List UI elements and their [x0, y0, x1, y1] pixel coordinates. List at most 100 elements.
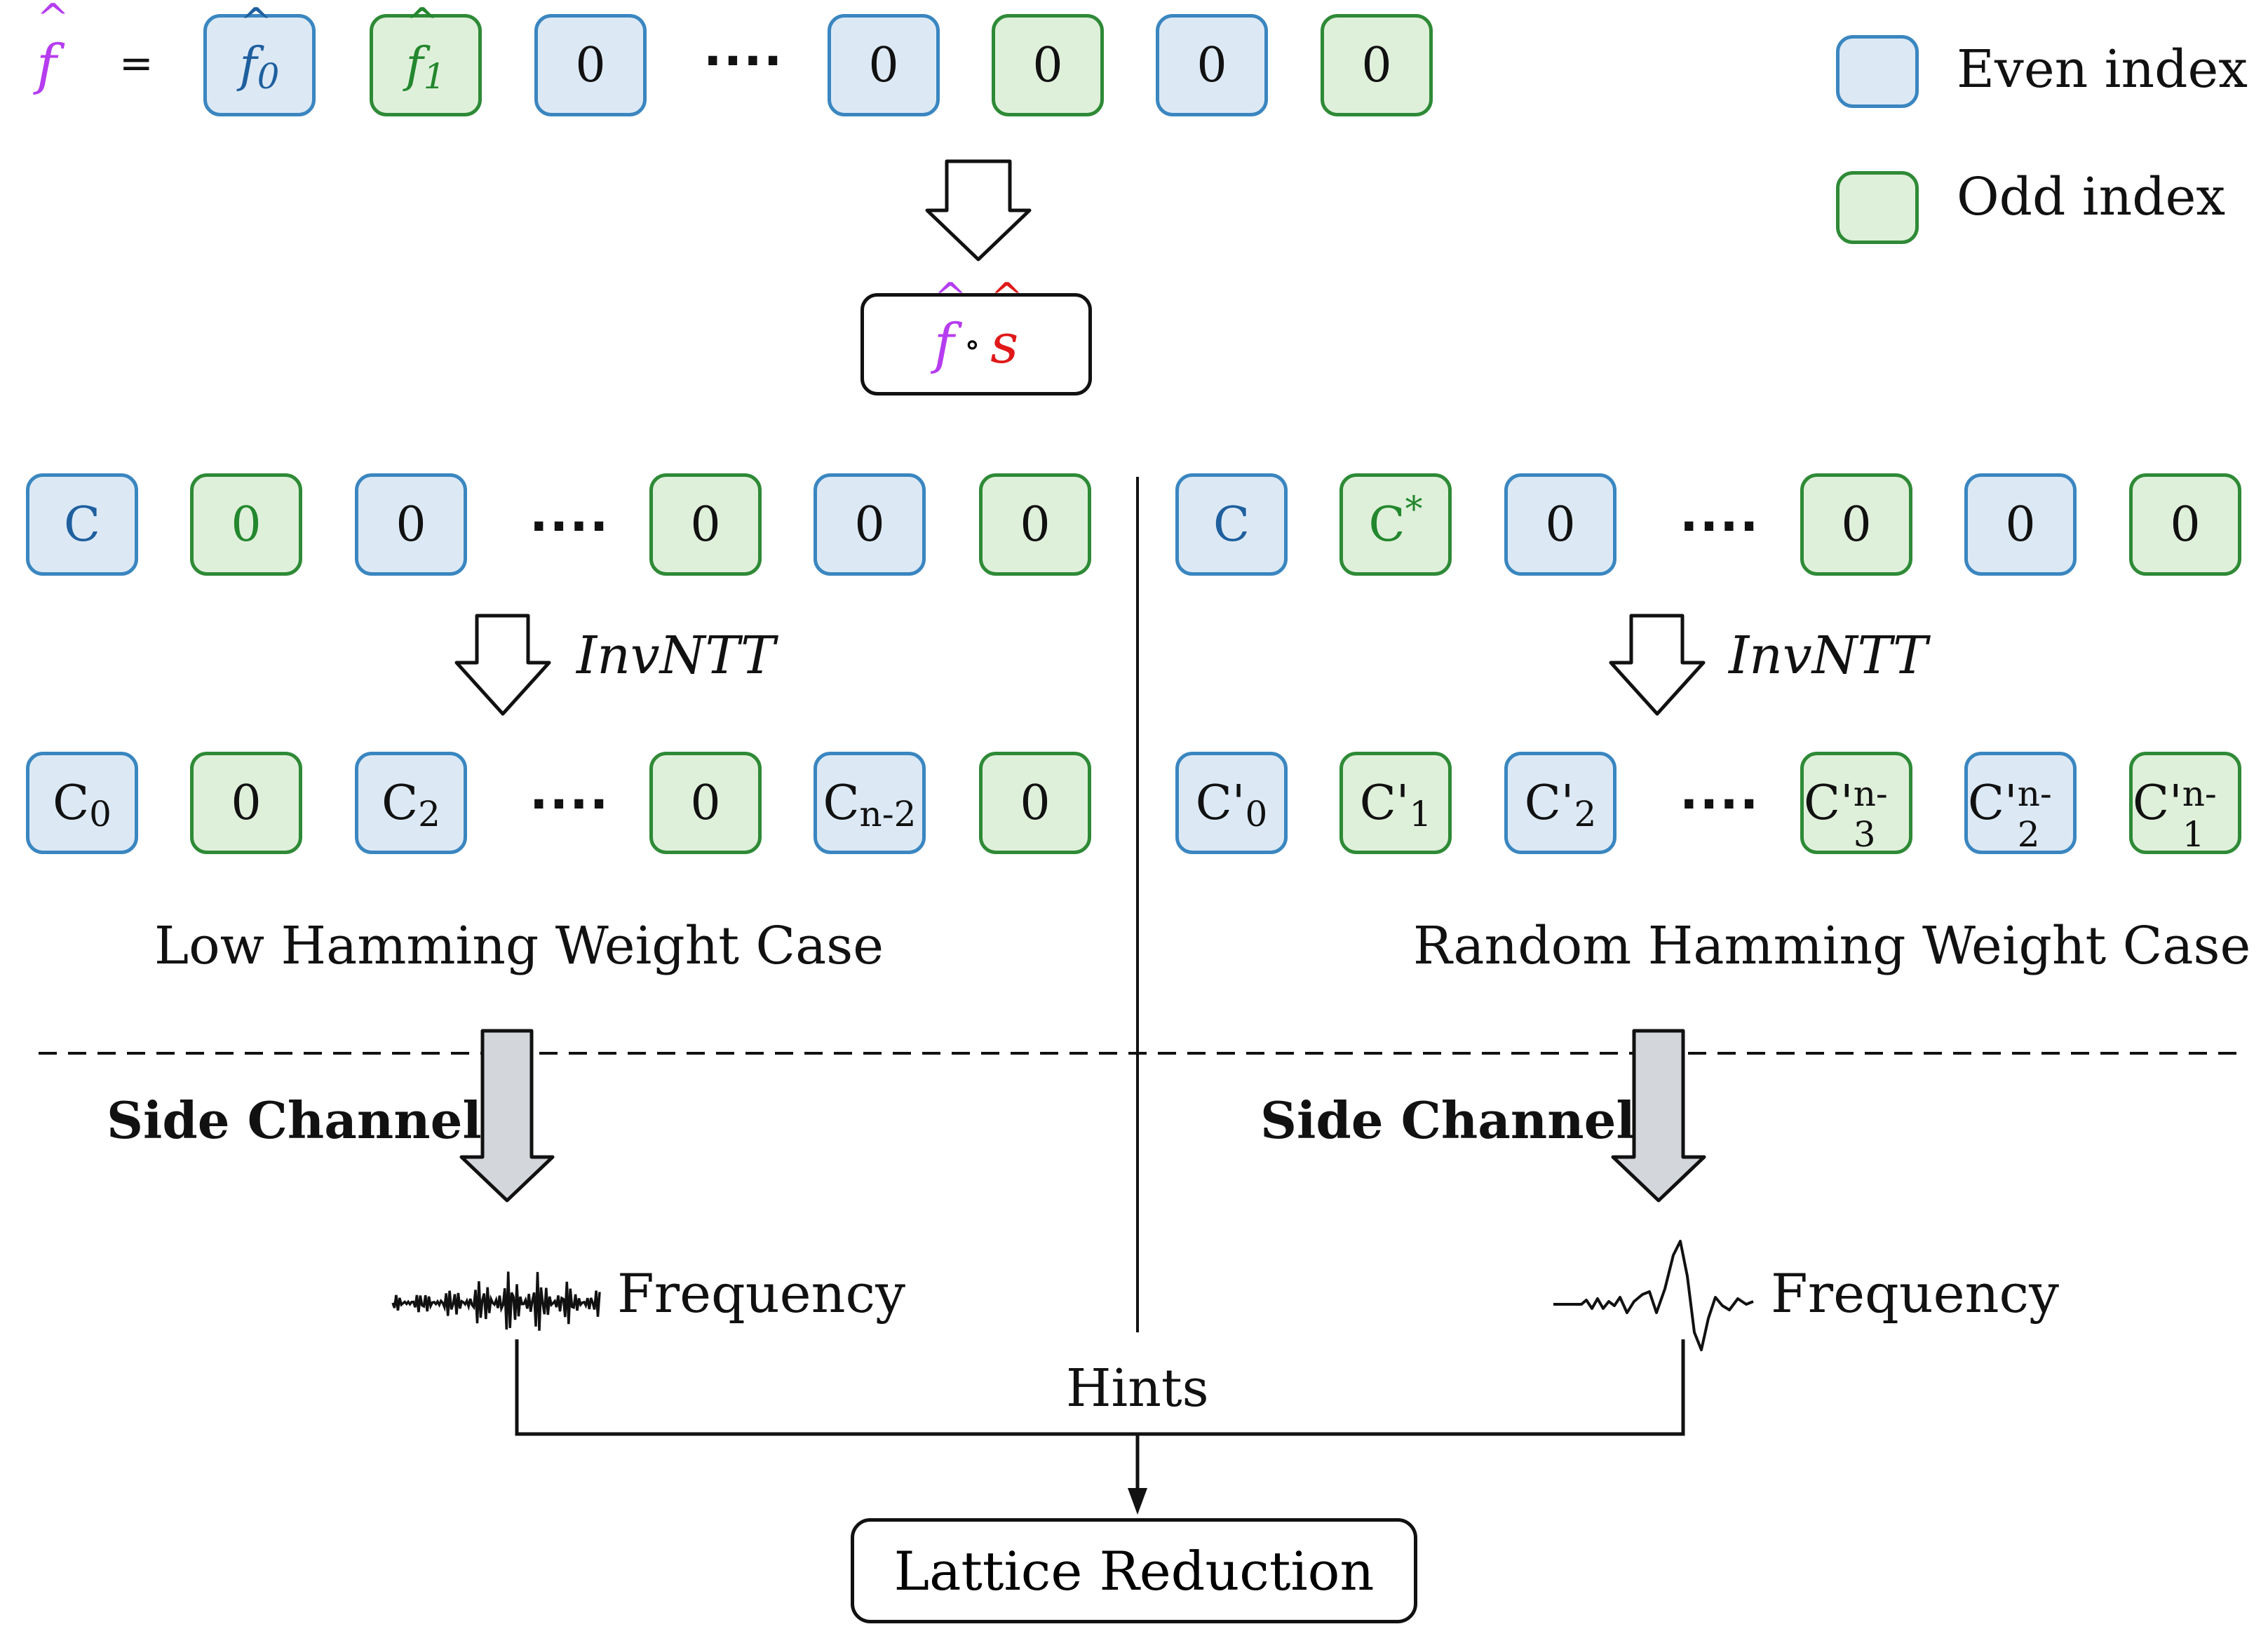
right-row2-cell-5: C'n-1	[2129, 752, 2241, 855]
cell-text: 0	[231, 496, 262, 553]
hints-arrowhead	[1128, 1488, 1147, 1515]
right-frequency-label: Frequency	[1771, 1262, 2060, 1325]
equals-sign: =	[119, 39, 154, 87]
product-f-hat: f	[934, 275, 954, 376]
hollow-arrow-left-invntt	[454, 614, 551, 716]
left-row1-ellipsis: ····	[529, 498, 610, 555]
cell-text: 0	[231, 775, 262, 831]
right-row1-cell-2: 0	[1504, 473, 1616, 576]
top-row-cell-1: f1	[370, 0, 482, 116]
cell-subscript: 0	[1245, 794, 1268, 834]
hollow-arrow-top	[925, 159, 1032, 262]
left-row1-cell-2: 0	[355, 473, 467, 576]
left-row2-cell-1: 0	[190, 752, 302, 854]
left-row1-cell-5: 0	[979, 473, 1091, 576]
lattice-reduction-box: Lattice Reduction	[851, 1518, 1417, 1623]
cell-text: 0	[2170, 496, 2201, 553]
left-row1-cell-3: 0	[649, 473, 762, 576]
cell-text: 0	[690, 496, 721, 553]
cell-text: C'	[2133, 775, 2182, 831]
product-operator: ∘	[964, 325, 981, 364]
left-row1-cell-0: C	[26, 473, 138, 576]
cell-text: 0	[575, 37, 606, 93]
left-row2-cell-3: 0	[649, 752, 762, 854]
product-s-hat: s	[990, 275, 1018, 376]
cell-subscript: 2	[1574, 794, 1597, 834]
right-row1-cell-1: C*	[1339, 473, 1452, 576]
hints-label: Hints	[1066, 1358, 1209, 1419]
cell-text: C	[53, 775, 90, 831]
legend-odd-swatch	[1836, 171, 1919, 244]
cell-subscript: 0	[257, 56, 280, 97]
cell-text: 0	[690, 775, 721, 831]
cell-text: C	[1368, 496, 1405, 553]
right-row2-cell-4: C'n-2	[1964, 752, 2077, 855]
side-channel-arrow-left	[459, 1029, 555, 1203]
cell-text: f	[240, 0, 257, 93]
cell-subscript: 1	[423, 56, 446, 97]
top-row-cell-5: 0	[1156, 14, 1268, 116]
right-row2-cell-1: C'1	[1339, 752, 1452, 854]
right-row1-ellipsis: ····	[1680, 498, 1760, 555]
cell-superscript: *	[1405, 489, 1423, 529]
cell-text: C'	[1359, 775, 1410, 831]
cell-text: C'	[1195, 775, 1246, 831]
right-row1-cell-5: 0	[2129, 473, 2241, 576]
lattice-reduction-label: Lattice Reduction	[893, 1539, 1375, 1602]
right-row1-cell-4: 0	[1964, 473, 2077, 576]
side-channel-arrow-right	[1611, 1029, 1706, 1203]
top-row-cell-4: 0	[992, 14, 1104, 116]
left-row2-cell-5: 0	[979, 752, 1091, 854]
right-row1-cell-0: C	[1175, 473, 1288, 576]
legend-odd-label: Odd index	[1957, 167, 2226, 227]
right-row2-cell-2: C'2	[1504, 752, 1616, 854]
left-side-channel-label: Side Channel	[107, 1090, 482, 1150]
cell-subscript: 2	[418, 794, 440, 834]
cell-text: C'	[1968, 775, 2018, 831]
right-row2-cell-0: C'0	[1175, 752, 1288, 854]
f-hat-glyph: f	[36, 0, 57, 97]
hollow-arrow-right-invntt	[1609, 614, 1706, 716]
cell-text: C	[1213, 496, 1250, 553]
right-row1-cell-3: 0	[1800, 473, 1912, 576]
right-side-channel-label: Side Channel	[1260, 1090, 1635, 1150]
cell-subscript: n-3	[1853, 773, 1888, 855]
f-hat-symbol: f	[36, 0, 57, 97]
cell-text: 0	[2005, 496, 2036, 553]
right-case-caption: Random Hamming Weight Case	[1413, 916, 2251, 976]
top-row-cell-0: f0	[203, 0, 316, 116]
cell-text: C'	[1524, 775, 1574, 831]
cell-subscript: n-2	[2017, 773, 2052, 855]
cell-text: 0	[1361, 37, 1392, 93]
left-row1-cell-4: 0	[814, 473, 926, 576]
legend-even-label: Even index	[1957, 39, 2248, 100]
right-invntt-label: InvNTT	[1729, 625, 1928, 686]
cell-text: 0	[1020, 496, 1051, 553]
cell-text: C	[823, 775, 860, 831]
right-row2-ellipsis: ····	[1680, 776, 1760, 833]
cell-text: 0	[854, 496, 885, 553]
cell-text: 0	[1841, 496, 1872, 553]
signal-waveform-left	[391, 1271, 601, 1331]
cell-text: C	[63, 496, 101, 553]
top-row-cell-3: 0	[828, 14, 940, 116]
cell-text: C	[382, 775, 419, 831]
cell-text: 0	[396, 496, 426, 553]
cell-text: 0	[868, 37, 899, 93]
cell-subscript: 0	[89, 794, 112, 834]
top-ellipsis: ····	[703, 32, 784, 90]
left-frequency-label: Frequency	[617, 1262, 906, 1325]
cell-text: C'	[1804, 775, 1854, 831]
cell-text: 0	[1545, 496, 1576, 553]
cell-subscript: 1	[1409, 794, 1432, 834]
left-row1-cell-1: 0	[190, 473, 302, 576]
hints-connector	[515, 1339, 1685, 1436]
cell-text: f	[406, 0, 424, 93]
top-row-cell-2: 0	[534, 14, 647, 116]
left-case-caption: Low Hamming Weight Case	[154, 916, 884, 976]
legend-even-swatch	[1836, 35, 1919, 108]
